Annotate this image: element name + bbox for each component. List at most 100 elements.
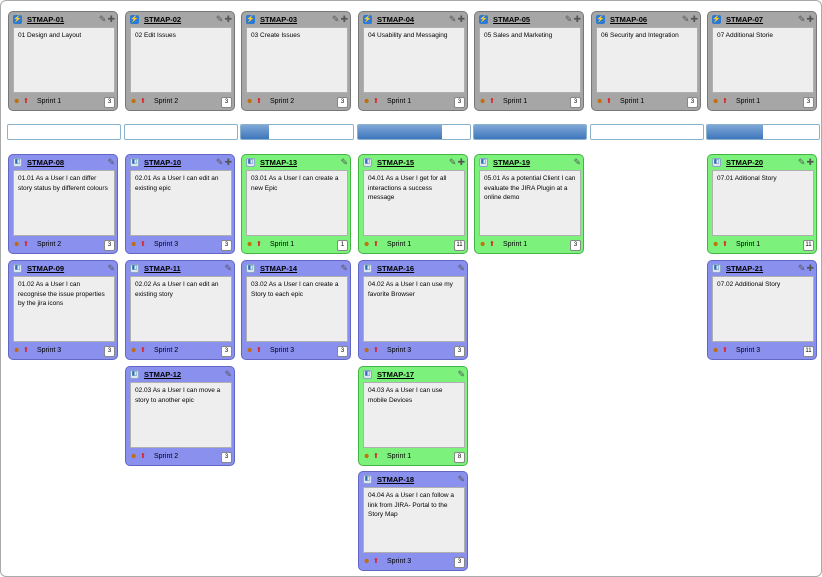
card-summary: 05.01 As a potential Client I can evalua… bbox=[479, 170, 581, 236]
issue-key-link[interactable]: STMAP-02 bbox=[144, 15, 182, 24]
edit-icon[interactable]: ✎ bbox=[340, 157, 348, 167]
edit-icon[interactable]: ✎ bbox=[215, 14, 224, 24]
story-card[interactable]: ◧STMAP-18✎04.04 As a User I can follow a… bbox=[358, 471, 468, 571]
epic-card[interactable]: ⚡STMAP-06✎✚06 Security and Integration☻⬆… bbox=[591, 11, 701, 111]
add-icon[interactable]: ✚ bbox=[806, 14, 814, 24]
add-icon[interactable]: ✚ bbox=[457, 157, 465, 167]
add-icon[interactable]: ✚ bbox=[107, 14, 115, 24]
story-card[interactable]: ◧STMAP-15✎✚04.01 As a User I get for all… bbox=[358, 154, 468, 254]
priority-icon: ⬆ bbox=[373, 347, 379, 354]
add-icon[interactable]: ✚ bbox=[224, 157, 232, 167]
story-card[interactable]: ◧STMAP-21✎✚07.02 Additional Story☻⬆Sprin… bbox=[707, 260, 817, 360]
issue-key-link[interactable]: STMAP-06 bbox=[610, 15, 648, 24]
card-header: ◧STMAP-12✎ bbox=[130, 369, 232, 380]
add-icon[interactable]: ✚ bbox=[806, 263, 814, 273]
epic-card[interactable]: ⚡STMAP-05✎✚05 Sales and Marketing☻⬆Sprin… bbox=[474, 11, 584, 111]
epic-card[interactable]: ⚡STMAP-07✎✚07 Additional Storie☻⬆Sprint … bbox=[707, 11, 817, 111]
edit-icon[interactable]: ✎ bbox=[457, 474, 465, 484]
edit-icon[interactable]: ✎ bbox=[797, 157, 806, 167]
assignee-icon: ☻ bbox=[246, 98, 254, 105]
story-card[interactable]: ◧STMAP-13✎03.01 As a User I can create a… bbox=[241, 154, 351, 254]
card-summary: 03 Create Issues bbox=[246, 27, 348, 93]
issue-key-link[interactable]: STMAP-20 bbox=[726, 158, 764, 167]
story-card[interactable]: ◧STMAP-11✎02.02 As a User I can edit an … bbox=[125, 260, 235, 360]
issue-key-link[interactable]: STMAP-13 bbox=[260, 158, 298, 167]
edit-icon[interactable]: ✎ bbox=[457, 369, 465, 379]
card-actions: ✎✚ bbox=[681, 14, 698, 24]
issue-key-link[interactable]: STMAP-01 bbox=[27, 15, 65, 24]
assignee-icon: ☻ bbox=[13, 98, 21, 105]
edit-icon[interactable]: ✎ bbox=[98, 14, 107, 24]
issue-key-link[interactable]: STMAP-11 bbox=[144, 264, 181, 273]
edit-icon[interactable]: ✎ bbox=[107, 263, 115, 273]
add-icon[interactable]: ✚ bbox=[224, 14, 232, 24]
issue-key-link[interactable]: STMAP-09 bbox=[27, 264, 65, 273]
edit-icon[interactable]: ✎ bbox=[107, 157, 115, 167]
add-icon[interactable]: ✚ bbox=[690, 14, 698, 24]
issue-key-link[interactable]: STMAP-04 bbox=[377, 15, 415, 24]
story-points-badge: 3 bbox=[570, 240, 581, 251]
issue-key-link[interactable]: STMAP-07 bbox=[726, 15, 764, 24]
edit-icon[interactable]: ✎ bbox=[797, 263, 806, 273]
story-card[interactable]: ◧STMAP-17✎04.03 As a User I can use mobi… bbox=[358, 366, 468, 466]
priority-icon: ⬆ bbox=[140, 241, 146, 248]
card-actions: ✎ bbox=[456, 263, 465, 273]
edit-icon[interactable]: ✎ bbox=[215, 157, 224, 167]
story-icon: ◧ bbox=[13, 158, 22, 167]
issue-key-link[interactable]: STMAP-15 bbox=[377, 158, 415, 167]
sprint-label: Sprint 1 bbox=[736, 98, 761, 105]
epic-icon: ⚡ bbox=[246, 15, 255, 24]
issue-key-link[interactable]: STMAP-05 bbox=[493, 15, 531, 24]
edit-icon[interactable]: ✎ bbox=[448, 14, 457, 24]
card-header: ⚡STMAP-02✎✚ bbox=[130, 14, 232, 25]
story-card[interactable]: ◧STMAP-20✎✚07.01 Aditional Story☻⬆Sprint… bbox=[707, 154, 817, 254]
issue-key-link[interactable]: STMAP-03 bbox=[260, 15, 298, 24]
add-icon[interactable]: ✚ bbox=[806, 157, 814, 167]
story-card[interactable]: ◧STMAP-16✎04.02 As a User I can use my f… bbox=[358, 260, 468, 360]
add-icon[interactable]: ✚ bbox=[340, 14, 348, 24]
epic-card[interactable]: ⚡STMAP-04✎✚04 Usability and Messaging☻⬆S… bbox=[358, 11, 468, 111]
story-card[interactable]: ◧STMAP-19✎05.01 As a potential Client I … bbox=[474, 154, 584, 254]
priority-icon: ⬆ bbox=[256, 347, 262, 354]
edit-icon[interactable]: ✎ bbox=[224, 263, 232, 273]
assignee-icon: ☻ bbox=[363, 347, 371, 354]
issue-key-link[interactable]: STMAP-14 bbox=[260, 264, 298, 273]
add-icon[interactable]: ✚ bbox=[457, 14, 465, 24]
epic-progress-bar bbox=[590, 124, 704, 140]
story-icon: ◧ bbox=[363, 158, 372, 167]
edit-icon[interactable]: ✎ bbox=[340, 263, 348, 273]
story-card[interactable]: ◧STMAP-08✎01.01 As a User I can differ s… bbox=[8, 154, 118, 254]
story-icon: ◧ bbox=[363, 370, 372, 379]
issue-key-link[interactable]: STMAP-19 bbox=[493, 158, 531, 167]
edit-icon[interactable]: ✎ bbox=[331, 14, 340, 24]
issue-key-link[interactable]: STMAP-10 bbox=[144, 158, 182, 167]
issue-key-link[interactable]: STMAP-21 bbox=[726, 264, 764, 273]
story-card[interactable]: ◧STMAP-09✎01.02 As a User I can recognis… bbox=[8, 260, 118, 360]
card-actions: ✎ bbox=[572, 157, 581, 167]
card-actions: ✎✚ bbox=[98, 14, 115, 24]
issue-key-link[interactable]: STMAP-08 bbox=[27, 158, 65, 167]
edit-icon[interactable]: ✎ bbox=[457, 263, 465, 273]
epic-card[interactable]: ⚡STMAP-01✎✚01 Design and Layout☻⬆Sprint … bbox=[8, 11, 118, 111]
edit-icon[interactable]: ✎ bbox=[448, 157, 457, 167]
edit-icon[interactable]: ✎ bbox=[573, 157, 581, 167]
assignee-icon: ☻ bbox=[596, 98, 604, 105]
story-card[interactable]: ◧STMAP-14✎03.02 As a User I can create a… bbox=[241, 260, 351, 360]
edit-icon[interactable]: ✎ bbox=[681, 14, 690, 24]
edit-icon[interactable]: ✎ bbox=[797, 14, 806, 24]
issue-key-link[interactable]: STMAP-16 bbox=[377, 264, 415, 273]
issue-key-link[interactable]: STMAP-17 bbox=[377, 370, 415, 379]
add-icon[interactable]: ✚ bbox=[573, 14, 581, 24]
edit-icon[interactable]: ✎ bbox=[564, 14, 573, 24]
issue-key-link[interactable]: STMAP-12 bbox=[144, 370, 182, 379]
story-card[interactable]: ◧STMAP-10✎✚02.01 As a User I can edit an… bbox=[125, 154, 235, 254]
edit-icon[interactable]: ✎ bbox=[224, 369, 232, 379]
story-card[interactable]: ◧STMAP-12✎02.03 As a User I can move a s… bbox=[125, 366, 235, 466]
issue-key-link[interactable]: STMAP-18 bbox=[377, 475, 415, 484]
